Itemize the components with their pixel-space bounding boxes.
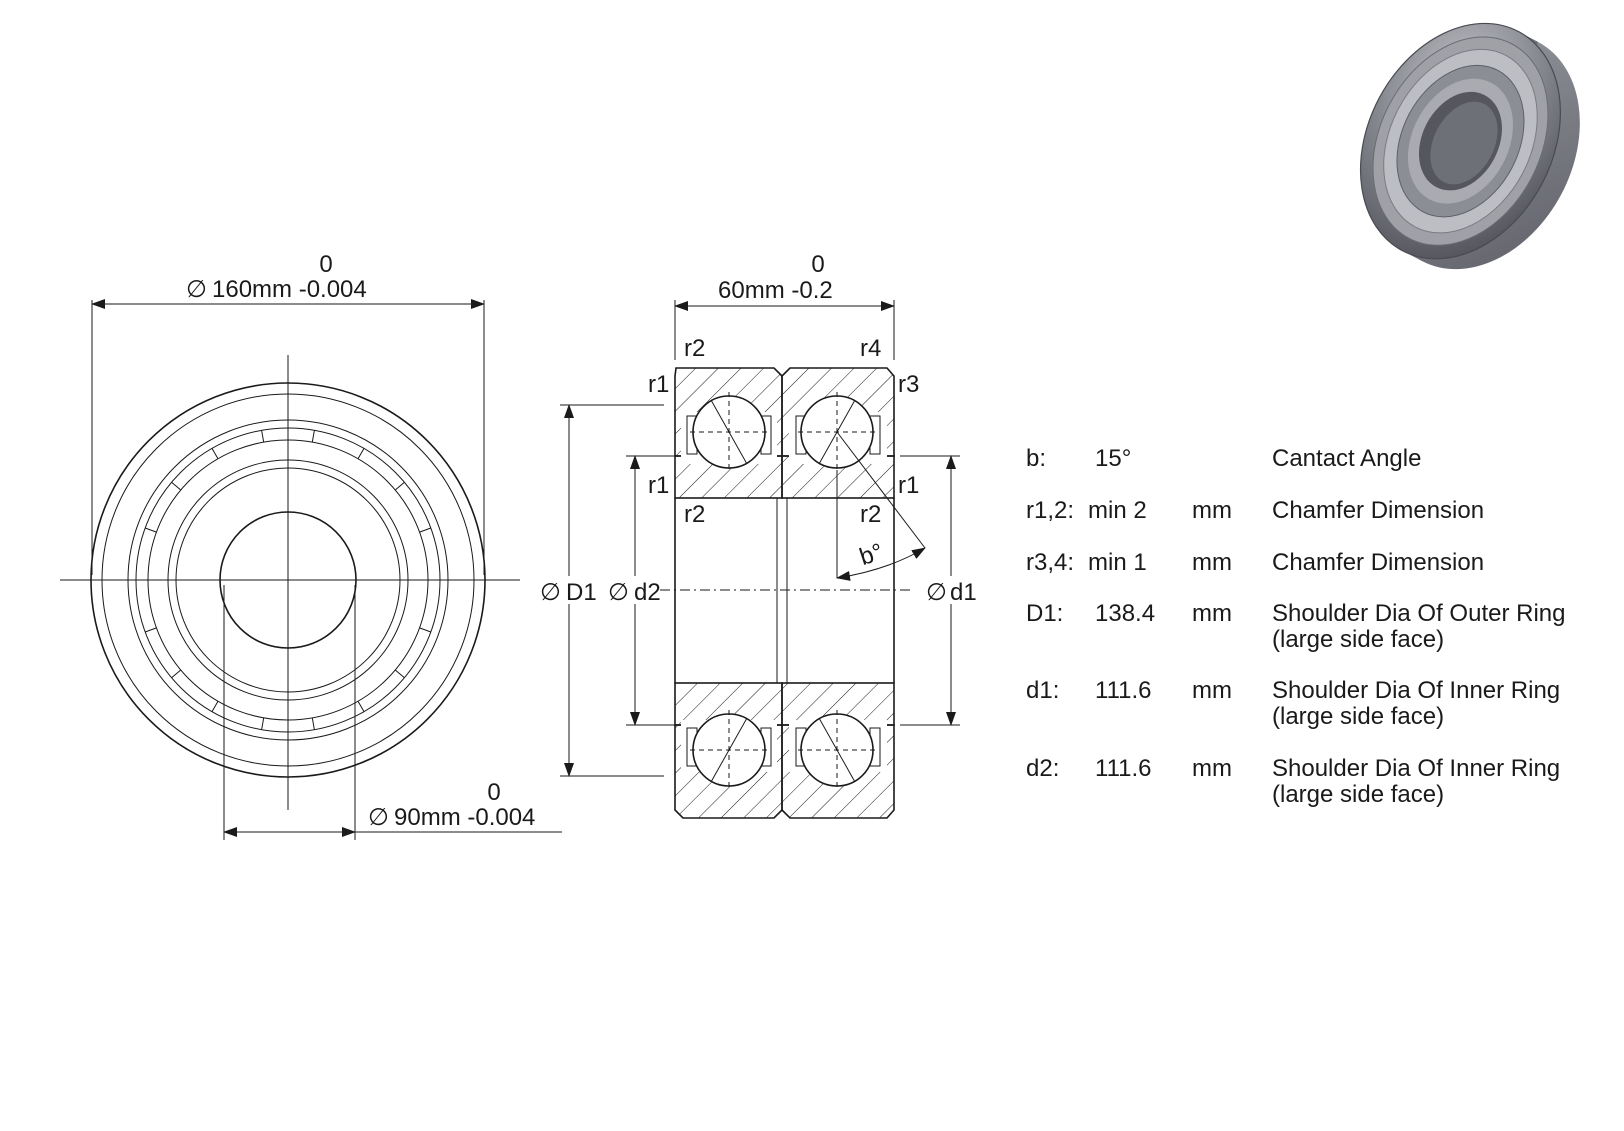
- cage-pocket-tick: [419, 627, 432, 633]
- od-dimension-text: 160mm -0.004: [212, 276, 367, 303]
- cage-pocket-tick: [394, 481, 405, 491]
- spec-description-note: (large side face): [1272, 781, 1444, 808]
- spec-description-note: (large side face): [1272, 703, 1444, 730]
- spec-key: d1:: [1026, 677, 1059, 704]
- cage-pocket-tick: [211, 700, 219, 712]
- cage-pocket-tick: [261, 430, 265, 443]
- label-r1-right-mid: r1: [898, 472, 919, 499]
- label-r1-left-upper: r1: [648, 371, 669, 398]
- D1-label: D1: [566, 579, 597, 606]
- cage-pocket-tick: [311, 717, 315, 730]
- spec-value: 111.6: [1095, 677, 1152, 704]
- contact-line-left-top: [710, 399, 748, 465]
- spec-value: min 2: [1088, 497, 1147, 524]
- label-contact-angle: b°: [856, 538, 886, 571]
- cage-pocket-tick: [144, 627, 157, 633]
- bore-circle: [219, 511, 357, 649]
- label-r2-top-left: r2: [684, 335, 705, 362]
- spec-description: Shoulder Dia Of Outer Ring: [1272, 600, 1565, 627]
- spec-description-note: (large side face): [1272, 626, 1444, 653]
- label-r3-right-upper: r3: [898, 371, 919, 398]
- cage-pocket-tick: [171, 481, 182, 491]
- cage-pocket-tick: [144, 527, 157, 533]
- cage-pocket-tick: [171, 669, 182, 679]
- spec-unit: mm: [1192, 755, 1232, 782]
- cage-pocket-tick: [419, 527, 432, 533]
- label-r2-mid-left: r2: [684, 501, 705, 528]
- spec-unit: mm: [1192, 600, 1232, 627]
- spec-key: D1:: [1026, 600, 1063, 627]
- front-view: 0 ∅ 160mm -0.004 0 ∅ 90mm -0.004: [60, 251, 562, 840]
- d1-label: d1: [950, 579, 977, 606]
- inner-ring-outer: [167, 459, 409, 701]
- label-r1-left-mid: r1: [648, 472, 669, 499]
- d1-diameter-symbol: ∅: [926, 579, 947, 606]
- label-r4-top-right: r4: [860, 335, 881, 362]
- cage-pocket-tick: [357, 700, 365, 712]
- d2-diameter-symbol: ∅: [608, 579, 629, 606]
- od-diameter-symbol: ∅: [186, 276, 207, 303]
- D1-diameter-symbol: ∅: [540, 579, 561, 606]
- spec-value: 138.4: [1095, 600, 1155, 627]
- spec-key: b:: [1026, 445, 1046, 472]
- width-tolerance-upper: 0: [811, 251, 824, 278]
- spec-description: Chamfer Dimension: [1272, 497, 1484, 524]
- spec-description: Chamfer Dimension: [1272, 549, 1484, 576]
- spec-unit: mm: [1192, 549, 1232, 576]
- d2-label: d2: [634, 579, 661, 606]
- spec-value: min 1: [1088, 549, 1147, 576]
- width-dimension-text: 60mm -0.2: [718, 277, 833, 304]
- spec-description: Shoulder Dia Of Inner Ring: [1272, 755, 1560, 782]
- cage-pockets: [136, 430, 440, 730]
- cage-pocket-tick: [311, 430, 315, 443]
- contact-line-left-bottom: [710, 717, 748, 783]
- label-r2-mid-right: r2: [860, 501, 881, 528]
- spec-key: r3,4:: [1026, 549, 1074, 576]
- bore-dimension-text: 90mm -0.004: [394, 804, 535, 831]
- spec-unit: mm: [1192, 497, 1232, 524]
- od-tolerance-upper: 0: [319, 251, 332, 278]
- spec-key: r1,2:: [1026, 497, 1074, 524]
- spec-unit: mm: [1192, 677, 1232, 704]
- section-view: 0 60mm -0.2 ∅ D1 ∅ d2 ∅ d1 r2 r4 r1 r3 r…: [540, 251, 977, 819]
- outer-ring-inner: [127, 419, 449, 741]
- spec-key: d2:: [1026, 755, 1059, 782]
- cage-pocket-tick: [394, 669, 405, 679]
- outer-ring-edge: [90, 382, 486, 778]
- contact-angle-arc: [836, 547, 926, 581]
- bore-diameter-symbol: ∅: [368, 804, 389, 831]
- cage-pocket-tick: [261, 717, 265, 730]
- spec-value: 111.6: [1095, 755, 1152, 782]
- cage-pocket-tick: [211, 448, 219, 460]
- spec-value: 15°: [1095, 445, 1131, 472]
- bore-tolerance-upper: 0: [487, 779, 500, 806]
- cage-pocket-tick: [357, 448, 365, 460]
- spec-description: Cantact Angle: [1272, 445, 1421, 472]
- spec-description: Shoulder Dia Of Inner Ring: [1272, 677, 1560, 704]
- contact-angle-line: [836, 431, 926, 549]
- outer-ring-chamfer: [101, 393, 475, 767]
- contact-line-right-bottom: [818, 717, 856, 783]
- inner-ring-chamfer: [175, 467, 401, 693]
- bearing-3d-render: [1359, 22, 1580, 270]
